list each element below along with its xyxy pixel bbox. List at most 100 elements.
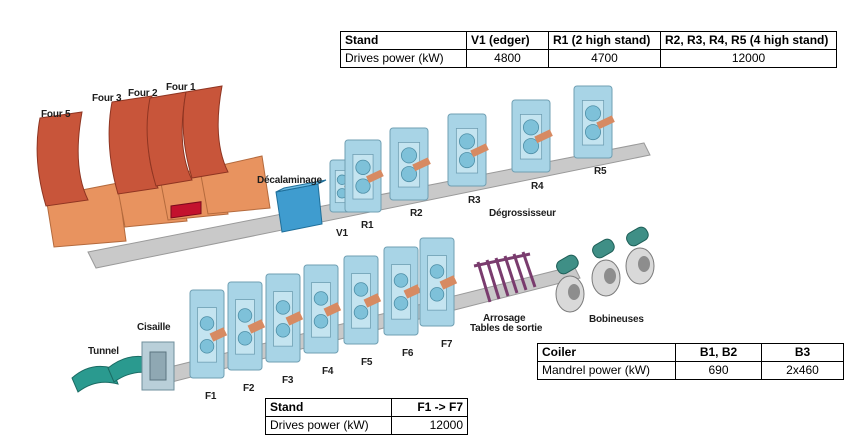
table-header-cell: Coiler bbox=[537, 343, 676, 362]
stand-f2-lower-roll bbox=[237, 331, 253, 346]
pinch-roll bbox=[626, 226, 649, 247]
table-header-cell: R1 (2 high stand) bbox=[548, 31, 661, 50]
label-r2: R2 bbox=[410, 208, 423, 219]
label-v1: V1 bbox=[336, 228, 348, 239]
table-header-cell: R2, R3, R4, R5 (4 high stand) bbox=[660, 31, 837, 50]
table-cell: 12000 bbox=[660, 49, 837, 68]
stand-f2-upper-roll bbox=[237, 308, 253, 323]
stand-f6-upper-roll bbox=[393, 273, 409, 288]
cooling-header bbox=[512, 253, 528, 291]
stand-r4-strip bbox=[534, 129, 553, 144]
stand-r1-upper-roll bbox=[355, 159, 371, 175]
stand-f6-strip bbox=[403, 284, 422, 299]
tunnel-section bbox=[71, 365, 119, 393]
label-furnace-1: Four 1 bbox=[166, 82, 196, 93]
table-cell: 690 bbox=[675, 361, 762, 380]
label-r1: R1 bbox=[361, 220, 374, 231]
table-header-row: Coiler B1, B2 B3 bbox=[537, 343, 844, 362]
coiler-mandrel bbox=[604, 268, 616, 284]
descaler-box bbox=[275, 183, 323, 233]
label-shear: Cisaille bbox=[137, 322, 171, 333]
stand-r2-strip bbox=[412, 157, 431, 172]
stand-r2-lower-roll bbox=[400, 166, 417, 183]
stand-r5-strip bbox=[596, 115, 615, 130]
table-cell: 4700 bbox=[548, 49, 661, 68]
pinch-roll bbox=[592, 238, 615, 259]
stand-r2-upper-roll bbox=[400, 147, 417, 164]
label-r3: R3 bbox=[468, 195, 481, 206]
finishing-power-table: Stand F1 -> F7 Drives power (kW) 12000 bbox=[265, 398, 468, 435]
cooling-header bbox=[521, 251, 537, 288]
label-roughing: Dégrossisseur bbox=[489, 208, 556, 219]
cooling-manifold bbox=[473, 252, 531, 268]
stand-r1-strip bbox=[366, 169, 384, 183]
stand-f5-upper-roll bbox=[353, 282, 369, 297]
descaler-top bbox=[275, 179, 327, 193]
slab bbox=[170, 201, 202, 219]
stand-f1-upper-roll bbox=[199, 316, 215, 331]
stand-f5-strip bbox=[363, 293, 382, 308]
stand-f7-upper-roll bbox=[429, 264, 445, 279]
stand-r3-upper-roll bbox=[458, 133, 475, 150]
label-furnace-5: Four 5 bbox=[41, 109, 71, 120]
label-f7: F7 bbox=[441, 339, 453, 350]
label-descaling: Décalaminage bbox=[257, 175, 322, 186]
table-row: Drives power (kW) 4800 4700 12000 bbox=[340, 49, 837, 68]
stand-f3-strip bbox=[285, 311, 304, 326]
stand-r5-lower-roll bbox=[585, 124, 602, 141]
stand-f7-lower-roll bbox=[429, 287, 445, 302]
stand-r3-strip bbox=[470, 143, 489, 158]
table-cell: Mandrel power (kW) bbox=[537, 361, 676, 380]
stand-f4-strip bbox=[323, 302, 342, 317]
cooling-header bbox=[476, 261, 492, 303]
cooling-header bbox=[503, 255, 519, 294]
label-f1: F1 bbox=[205, 391, 217, 402]
table-header-cell: F1 -> F7 bbox=[391, 398, 468, 417]
label-f6: F6 bbox=[402, 348, 414, 359]
label-f5: F5 bbox=[361, 357, 373, 368]
table-header-cell: V1 (edger) bbox=[466, 31, 549, 50]
stand-f5-lower-roll bbox=[353, 305, 369, 320]
coiler-mandrel bbox=[568, 284, 580, 300]
stand-r5-upper-roll bbox=[585, 105, 602, 122]
stand-f7-strip bbox=[439, 275, 458, 290]
cooling-header bbox=[494, 257, 510, 297]
stand-r1-lower-roll bbox=[355, 178, 371, 194]
label-furnace-2: Four 2 bbox=[128, 88, 158, 99]
pinch-roll bbox=[556, 254, 579, 275]
table-header-row: Stand F1 -> F7 bbox=[265, 398, 468, 417]
stand-f1-lower-roll bbox=[199, 339, 215, 354]
table-row: Mandrel power (kW) 690 2x460 bbox=[537, 361, 844, 380]
label-runout-tables: Tables de sortie bbox=[470, 323, 543, 334]
label-f4: F4 bbox=[322, 366, 334, 377]
stand-f6-lower-roll bbox=[393, 296, 409, 311]
table-header-cell: Stand bbox=[265, 398, 392, 417]
roughing-power-table: Stand V1 (edger) R1 (2 high stand) R2, R… bbox=[340, 31, 837, 68]
label-f2: F2 bbox=[243, 383, 255, 394]
label-r5: R5 bbox=[594, 166, 607, 177]
label-f3: F3 bbox=[282, 375, 294, 386]
furnace-chimney bbox=[36, 111, 89, 207]
stand-f3-upper-roll bbox=[275, 300, 291, 315]
shear-window bbox=[149, 351, 167, 381]
stand-f2-strip bbox=[247, 319, 266, 334]
label-tunnel: Tunnel bbox=[88, 346, 119, 357]
table-cell: 12000 bbox=[391, 416, 468, 435]
cooling-header bbox=[485, 259, 501, 300]
table-header-cell: Stand bbox=[340, 31, 467, 50]
stand-f3-lower-roll bbox=[275, 323, 291, 338]
label-r4: R4 bbox=[531, 181, 544, 192]
coiler-power-table: Coiler B1, B2 B3 Mandrel power (kW) 690 … bbox=[537, 343, 844, 380]
stand-r4-lower-roll bbox=[523, 138, 540, 155]
table-cell: Drives power (kW) bbox=[340, 49, 467, 68]
table-cell: Drives power (kW) bbox=[265, 416, 392, 435]
stand-f4-upper-roll bbox=[313, 291, 329, 306]
table-header-row: Stand V1 (edger) R1 (2 high stand) R2, R… bbox=[340, 31, 837, 50]
stand-f4-lower-roll bbox=[313, 314, 329, 329]
stand-r4-upper-roll bbox=[523, 119, 540, 136]
label-furnace-3: Four 3 bbox=[92, 93, 122, 104]
stand-f1-strip bbox=[209, 327, 228, 342]
coiler-mandrel bbox=[638, 256, 650, 272]
